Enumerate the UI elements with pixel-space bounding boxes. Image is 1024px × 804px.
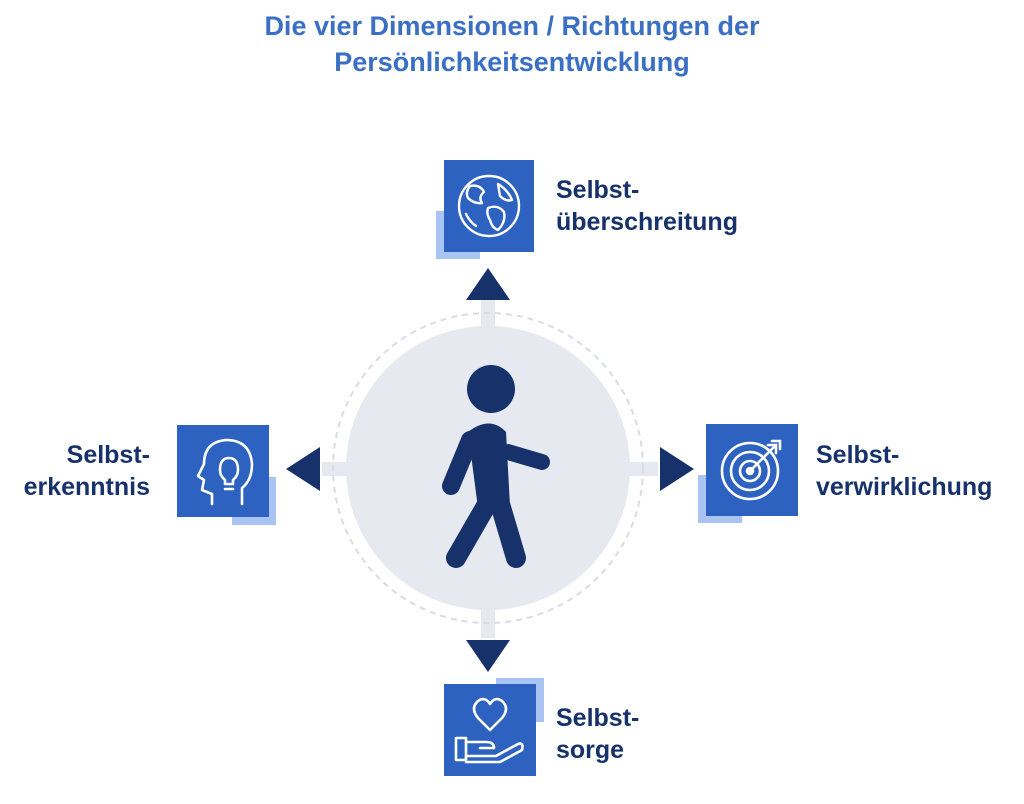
- label-right-line-2: verwirklichung: [816, 473, 993, 501]
- title-line-1: Die vier Dimensionen / Richtungen der: [264, 11, 760, 41]
- tile-top-box: [444, 160, 534, 252]
- tile-top: [436, 160, 534, 259]
- label-left-line-1: Selbst-: [66, 441, 150, 469]
- label-top: Selbst- überschreitung: [556, 174, 738, 238]
- label-bottom: Selbst- sorge: [556, 702, 639, 766]
- page-title: Die vier Dimensionen / Richtungen der Pe…: [0, 8, 1024, 80]
- arrow-down: [466, 640, 510, 672]
- arrow-up: [466, 268, 510, 300]
- label-right-line-1: Selbst-: [816, 441, 900, 469]
- label-top-line-2: überschreitung: [556, 208, 738, 236]
- tile-left-box: [177, 425, 269, 517]
- outer-dashed-ring: [332, 312, 644, 624]
- arrows: [286, 268, 694, 672]
- label-right: Selbst- verwirklichung: [816, 439, 992, 503]
- head-lightbulb-icon: [196, 438, 254, 506]
- arrow-left: [286, 447, 320, 491]
- label-left-line-2: erkenntnis: [23, 473, 150, 501]
- title-line-2: Persönlichkeitsentwicklung: [334, 47, 690, 77]
- label-bottom-line-2: sorge: [556, 736, 625, 764]
- arrow-right: [660, 447, 694, 491]
- walking-person-icon: [442, 365, 550, 568]
- label-bottom-line-1: Selbst-: [556, 704, 640, 732]
- tile-right: [698, 424, 798, 523]
- globe-icon: [457, 174, 521, 238]
- tile-left: [177, 425, 276, 525]
- label-top-line-1: Selbst-: [556, 176, 640, 204]
- tile-bottom: [444, 678, 544, 776]
- target-icon: [720, 439, 782, 501]
- hand-heart-icon: [454, 697, 524, 764]
- label-left: Selbst- erkenntnis: [24, 439, 150, 503]
